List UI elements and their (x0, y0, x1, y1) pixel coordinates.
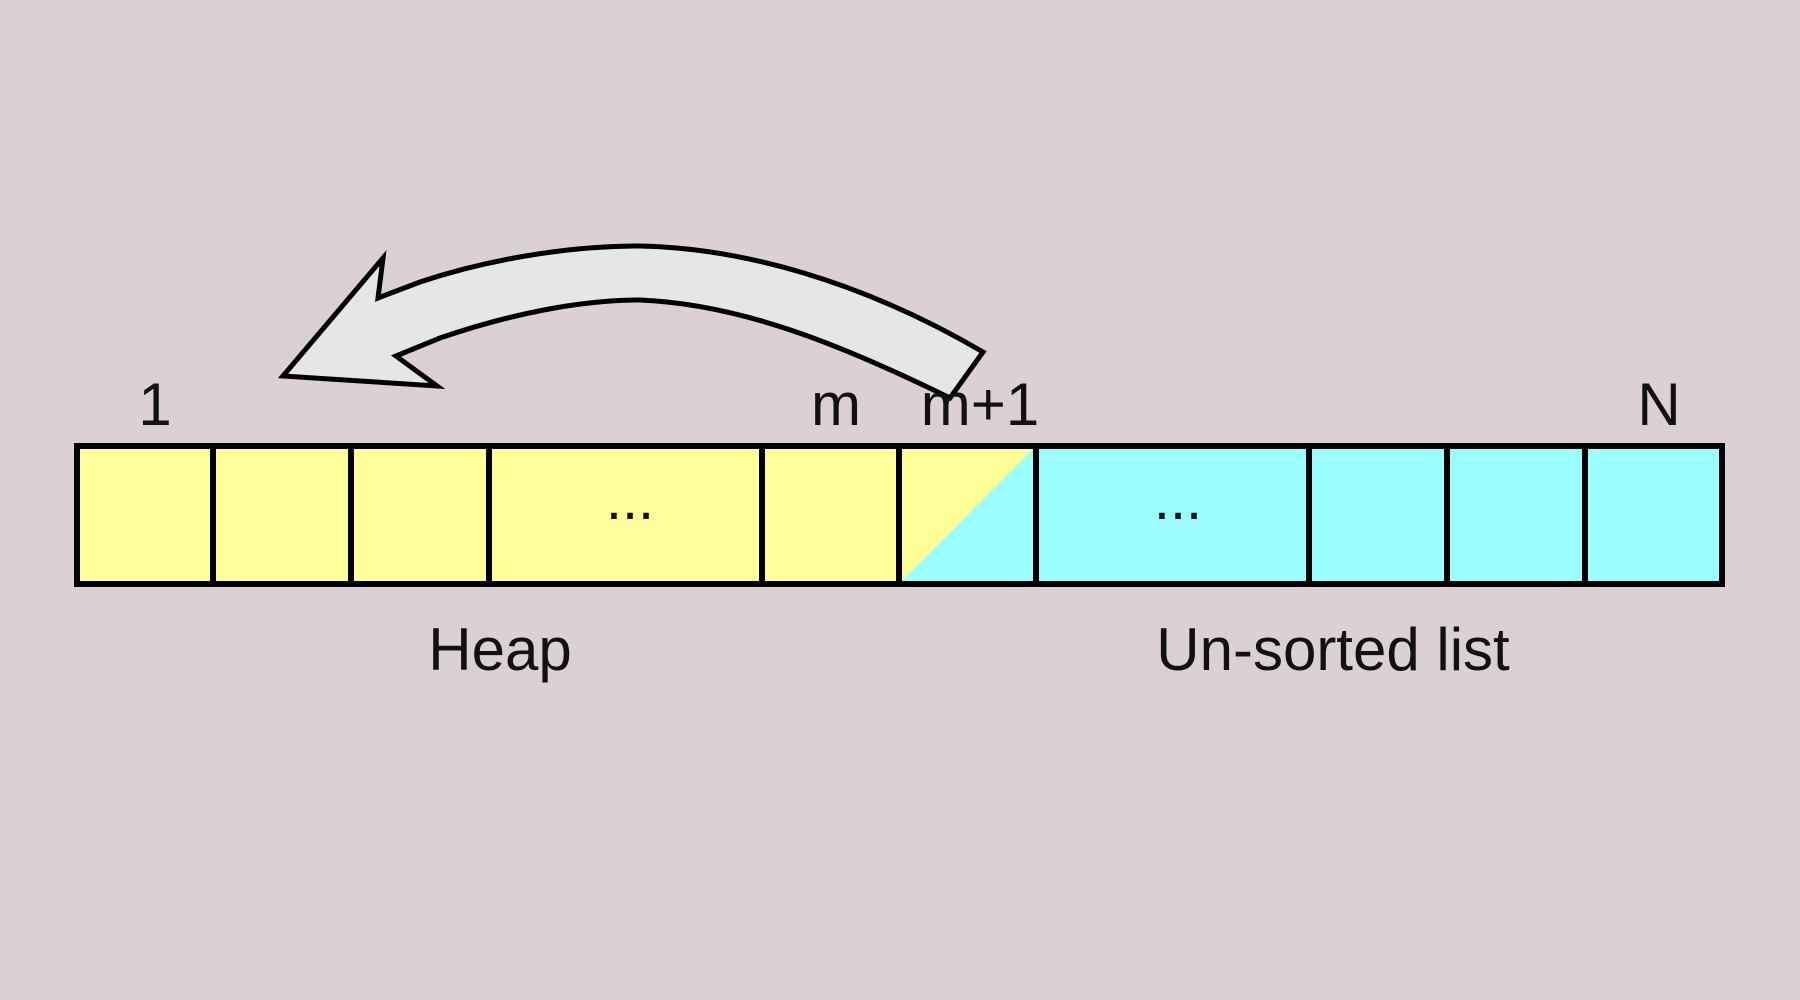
heap-label: Heap (428, 616, 571, 683)
array-cell-7 (1036, 446, 1309, 584)
array-cell-m-plus-1 (899, 446, 1036, 584)
array-cell-3 (351, 446, 489, 584)
array-cell-2 (213, 446, 351, 584)
array-cell-8 (1309, 446, 1447, 584)
heap-ellipsis: ... (606, 467, 654, 532)
array-row (74, 443, 1725, 587)
curved-arrow-left-icon (277, 243, 987, 402)
array-cell-1 (77, 446, 213, 584)
index-label-1: 1 (138, 371, 171, 438)
array-cell-m (762, 446, 899, 584)
unsorted-list-label: Un-sorted list (1156, 616, 1510, 683)
boundary-cell-unsorted-half (899, 446, 1036, 584)
array-cell-N (1585, 446, 1722, 584)
cell-dividers (210, 446, 1588, 584)
index-label-m-plus-1: m+1 (921, 371, 1039, 438)
array-cell-4 (489, 446, 762, 584)
array-cell-9 (1447, 446, 1585, 584)
unsorted-ellipsis: ... (1154, 467, 1202, 532)
index-label-N: N (1637, 371, 1680, 438)
index-label-m: m (811, 371, 861, 438)
